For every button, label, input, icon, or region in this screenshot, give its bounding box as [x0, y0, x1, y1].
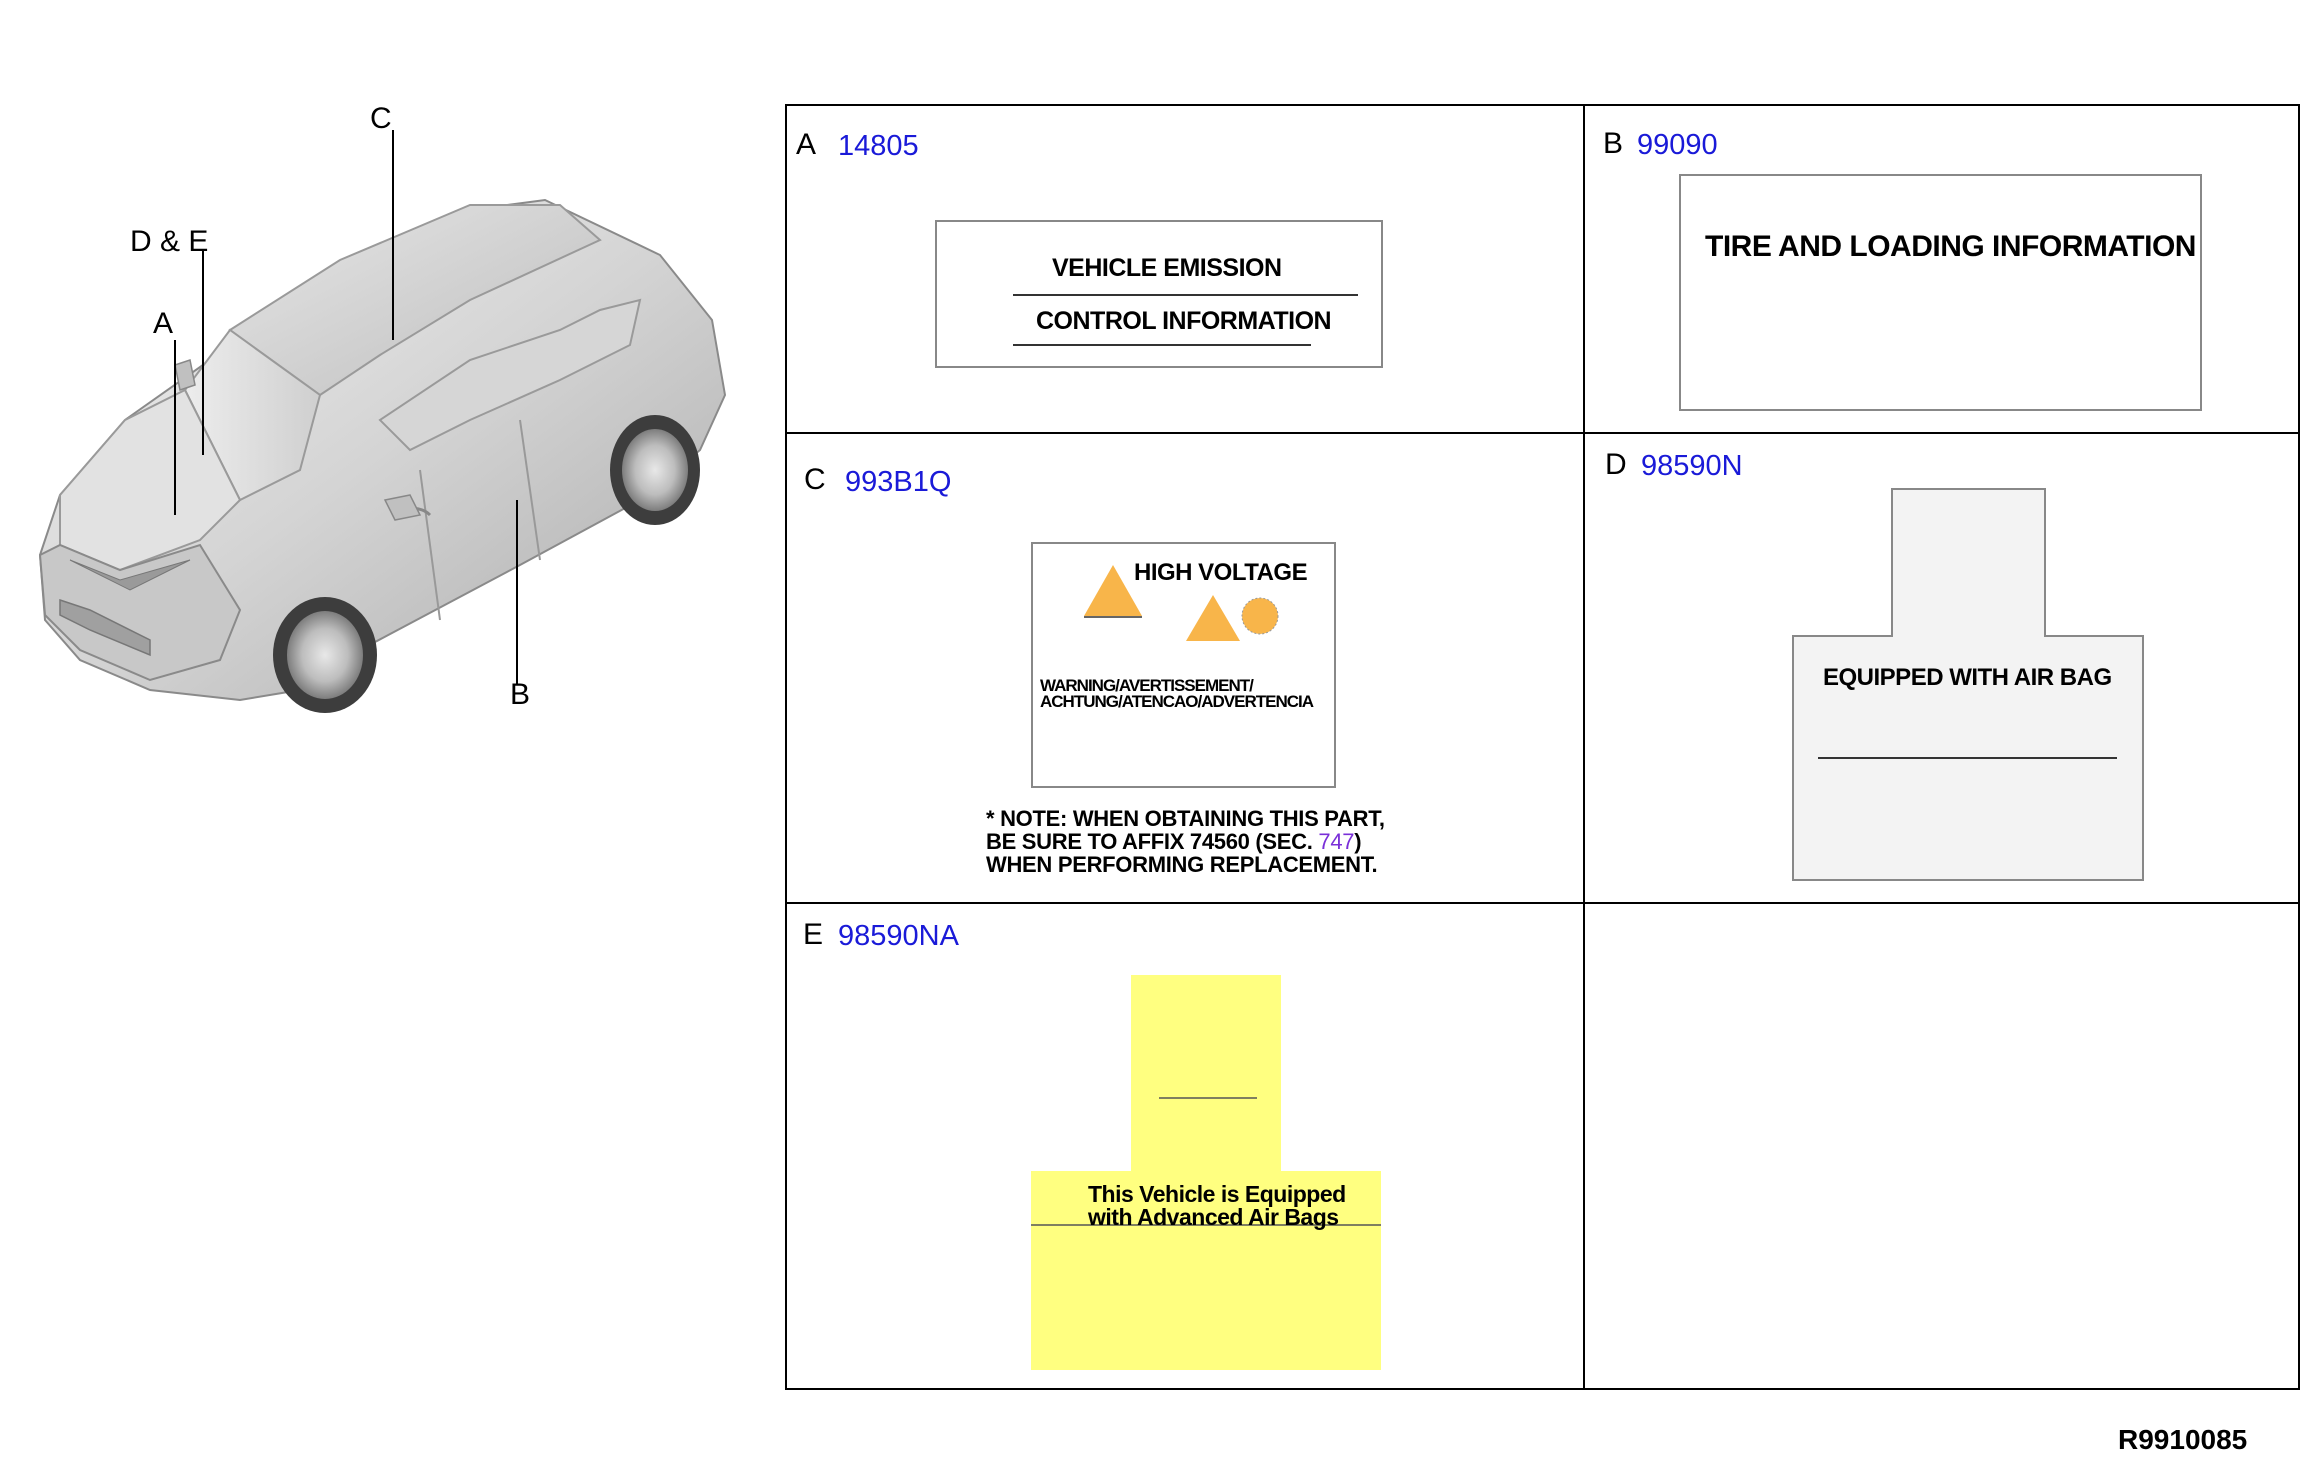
airbag-label-sticker [1792, 488, 2144, 881]
high-voltage-label-sticker [1031, 542, 1336, 788]
callout-a: A [153, 307, 174, 340]
warning-text-line2: ACHTUNG/ATENCAO/ADVERTENCIA [1040, 692, 1314, 711]
note-line2-suffix: ) [1354, 829, 1362, 854]
advanced-airbag-label-sticker [1031, 975, 1381, 1370]
panel-d-part-code[interactable]: 98590N [1641, 450, 1743, 482]
note-line2-prefix: BE SURE TO AFFIX 74560 (SEC. [986, 829, 1313, 854]
warning-text-line1: WARNING/AVERTISSEMENT/ [1040, 676, 1254, 695]
warning-circle-icon [1241, 597, 1279, 635]
emission-label-rule1 [1013, 294, 1358, 296]
emission-label-rule2 [1013, 344, 1311, 346]
panel-b-part-code[interactable]: 99090 [1637, 129, 1718, 161]
section-747-link[interactable]: 747 [1318, 829, 1355, 854]
figure-id: R9910085 [2118, 1424, 2248, 1455]
panel-b-letter: B [1603, 127, 1624, 160]
label-grid [785, 104, 2300, 1390]
airbag-label-text: EQUIPPED WITH AIR BAG [1823, 664, 2112, 691]
panel-empty [1585, 904, 2298, 1388]
tire-label-sticker [1679, 174, 2202, 411]
emission-label-line1: VEHICLE EMISSION [1052, 254, 1282, 282]
panel-c-part-code[interactable]: 993B1Q [845, 466, 952, 498]
note-line3: WHEN PERFORMING REPLACEMENT. [986, 852, 1378, 877]
vehicle-illustration [38, 198, 727, 713]
warning-triangle-icon [1084, 565, 1142, 618]
callout-b-leader [516, 500, 518, 685]
note-line2: BE SURE TO AFFIX 74560 (SEC. 747) [986, 830, 1385, 853]
callout-a-leader [174, 340, 176, 515]
callout-de: D & E [130, 225, 209, 258]
callout-b: B [510, 678, 531, 711]
warning-triangle-small-icon [1186, 595, 1240, 641]
panel-e-part-code[interactable]: 98590NA [838, 920, 959, 952]
grid-divider-row2 [785, 902, 2300, 904]
high-voltage-heading: HIGH VOLTAGE [1134, 559, 1308, 586]
emission-label-line2: CONTROL INFORMATION [1036, 307, 1332, 335]
grid-divider-vertical [1583, 104, 1585, 1390]
replacement-note: * NOTE: WHEN OBTAINING THIS PART, BE SUR… [986, 807, 1385, 876]
callout-de-leader [202, 250, 204, 455]
advanced-airbag-line1: This Vehicle is Equipped [1088, 1181, 1346, 1207]
panel-a-part-code[interactable]: 14805 [838, 130, 919, 162]
panel-a-letter: A [796, 128, 817, 161]
advanced-airbag-line2: with Advanced Air Bags [1088, 1204, 1339, 1230]
panel-e-letter: E [803, 918, 824, 951]
panel-d-letter: D [1605, 448, 1627, 481]
panel-c-letter: C [804, 463, 826, 496]
tire-label-title: TIRE AND LOADING INFORMATION [1705, 230, 2196, 263]
grid-divider-row1 [785, 432, 2300, 434]
vehicle-overview: C D & E A B [0, 0, 760, 760]
callout-c: C [370, 102, 392, 135]
callout-c-leader [392, 130, 394, 340]
note-line1: * NOTE: WHEN OBTAINING THIS PART, [986, 806, 1385, 831]
